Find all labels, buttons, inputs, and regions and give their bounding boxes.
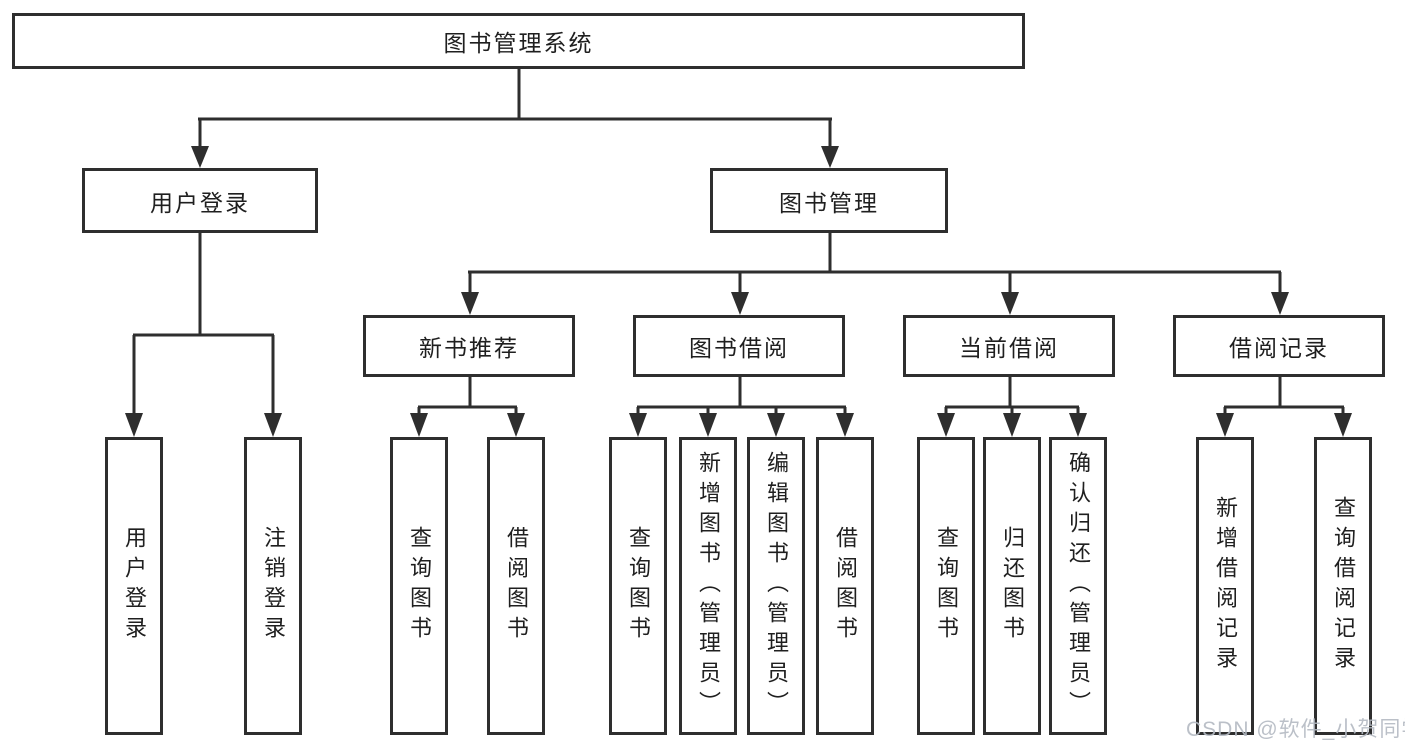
- leaf-label: 用户登录: [122, 526, 147, 646]
- node-label: 图书借阅: [689, 335, 789, 361]
- node-book-mgmt: 图书管理: [710, 168, 948, 233]
- connector-new-book-rec-to-leaves: [410, 377, 525, 437]
- leaf-label: 新增图书（管理员）: [696, 451, 721, 721]
- leaf-user-login: 用户登录: [105, 437, 163, 735]
- arrowhead-icon: [507, 413, 525, 437]
- node-user-login: 用户登录: [82, 168, 318, 233]
- leaf-label: 查询图书: [407, 526, 432, 646]
- leaf-label: 借阅图书: [833, 526, 858, 646]
- leaf-query-books-borrow: 查询图书: [609, 437, 667, 735]
- leaf-label: 编辑图书（管理员）: [764, 451, 789, 721]
- connector-book-borrow-to-leaves: [629, 377, 854, 437]
- node-label: 新书推荐: [419, 335, 519, 361]
- node-new-book-rec: 新书推荐: [363, 315, 575, 377]
- leaf-label: 注销登录: [261, 526, 286, 646]
- leaf-add-borrow-record: 新增借阅记录: [1196, 437, 1254, 735]
- arrowhead-icon: [1001, 292, 1019, 315]
- connector-root-to-level2: [191, 68, 839, 168]
- csdn-watermark: CSDN @软件_小贺同学: [1186, 718, 1405, 741]
- leaf-query-borrow-record: 查询借阅记录: [1314, 437, 1372, 735]
- arrowhead-icon: [1003, 413, 1021, 437]
- node-label: 当前借阅: [959, 335, 1059, 361]
- node-label: 用户登录: [150, 189, 250, 216]
- leaf-label: 确认归还（管理员）: [1066, 451, 1091, 721]
- leaf-add-books-admin: 新增图书（管理员）: [679, 437, 737, 735]
- arrowhead-icon: [836, 413, 854, 437]
- arrowhead-icon: [461, 292, 479, 315]
- arrowhead-icon: [937, 413, 955, 437]
- arrowhead-icon: [1216, 413, 1234, 437]
- leaf-logout: 注销登录: [244, 437, 302, 735]
- leaf-edit-books-admin: 编辑图书（管理员）: [747, 437, 805, 735]
- arrowhead-icon: [699, 413, 717, 437]
- node-borrow-records: 借阅记录: [1173, 315, 1385, 377]
- arrowhead-icon: [1271, 292, 1289, 315]
- leaf-label: 归还图书: [1000, 526, 1025, 646]
- arrowhead-icon: [125, 413, 143, 437]
- connector-borrow-records-to-leaves: [1216, 377, 1352, 437]
- node-root-system: 图书管理系统: [12, 13, 1025, 69]
- node-book-borrow: 图书借阅: [633, 315, 845, 377]
- node-label: 借阅记录: [1229, 335, 1329, 361]
- node-label: 图书管理: [779, 189, 879, 216]
- arrowhead-icon: [767, 413, 785, 437]
- leaf-label: 借阅图书: [504, 526, 529, 646]
- arrowhead-icon: [191, 146, 209, 168]
- arrowhead-icon: [731, 292, 749, 315]
- leaf-label: 查询图书: [626, 526, 651, 646]
- leaf-confirm-return-admin: 确认归还（管理员）: [1049, 437, 1107, 735]
- leaf-label: 查询借阅记录: [1331, 496, 1356, 676]
- connector-book-mgmt-to-level3: [461, 233, 1289, 315]
- leaf-label: 查询图书: [934, 526, 959, 646]
- arrowhead-icon: [1069, 413, 1087, 437]
- leaf-query-books-current: 查询图书: [917, 437, 975, 735]
- leaf-return-books: 归还图书: [983, 437, 1041, 735]
- arrowhead-icon: [410, 413, 428, 437]
- arrowhead-icon: [1334, 413, 1352, 437]
- arrowhead-icon: [629, 413, 647, 437]
- connector-user-login-to-leaves: [125, 233, 282, 437]
- leaf-label: 新增借阅记录: [1213, 496, 1238, 676]
- leaf-borrow-books: 借阅图书: [816, 437, 874, 735]
- node-label: 图书管理系统: [443, 30, 594, 56]
- leaf-borrow-books-rec: 借阅图书: [487, 437, 545, 735]
- arrowhead-icon: [821, 146, 839, 168]
- arrowhead-icon: [264, 413, 282, 437]
- leaf-query-books-rec: 查询图书: [390, 437, 448, 735]
- node-current-borrow: 当前借阅: [903, 315, 1115, 377]
- connector-current-borrow-to-leaves: [937, 377, 1087, 437]
